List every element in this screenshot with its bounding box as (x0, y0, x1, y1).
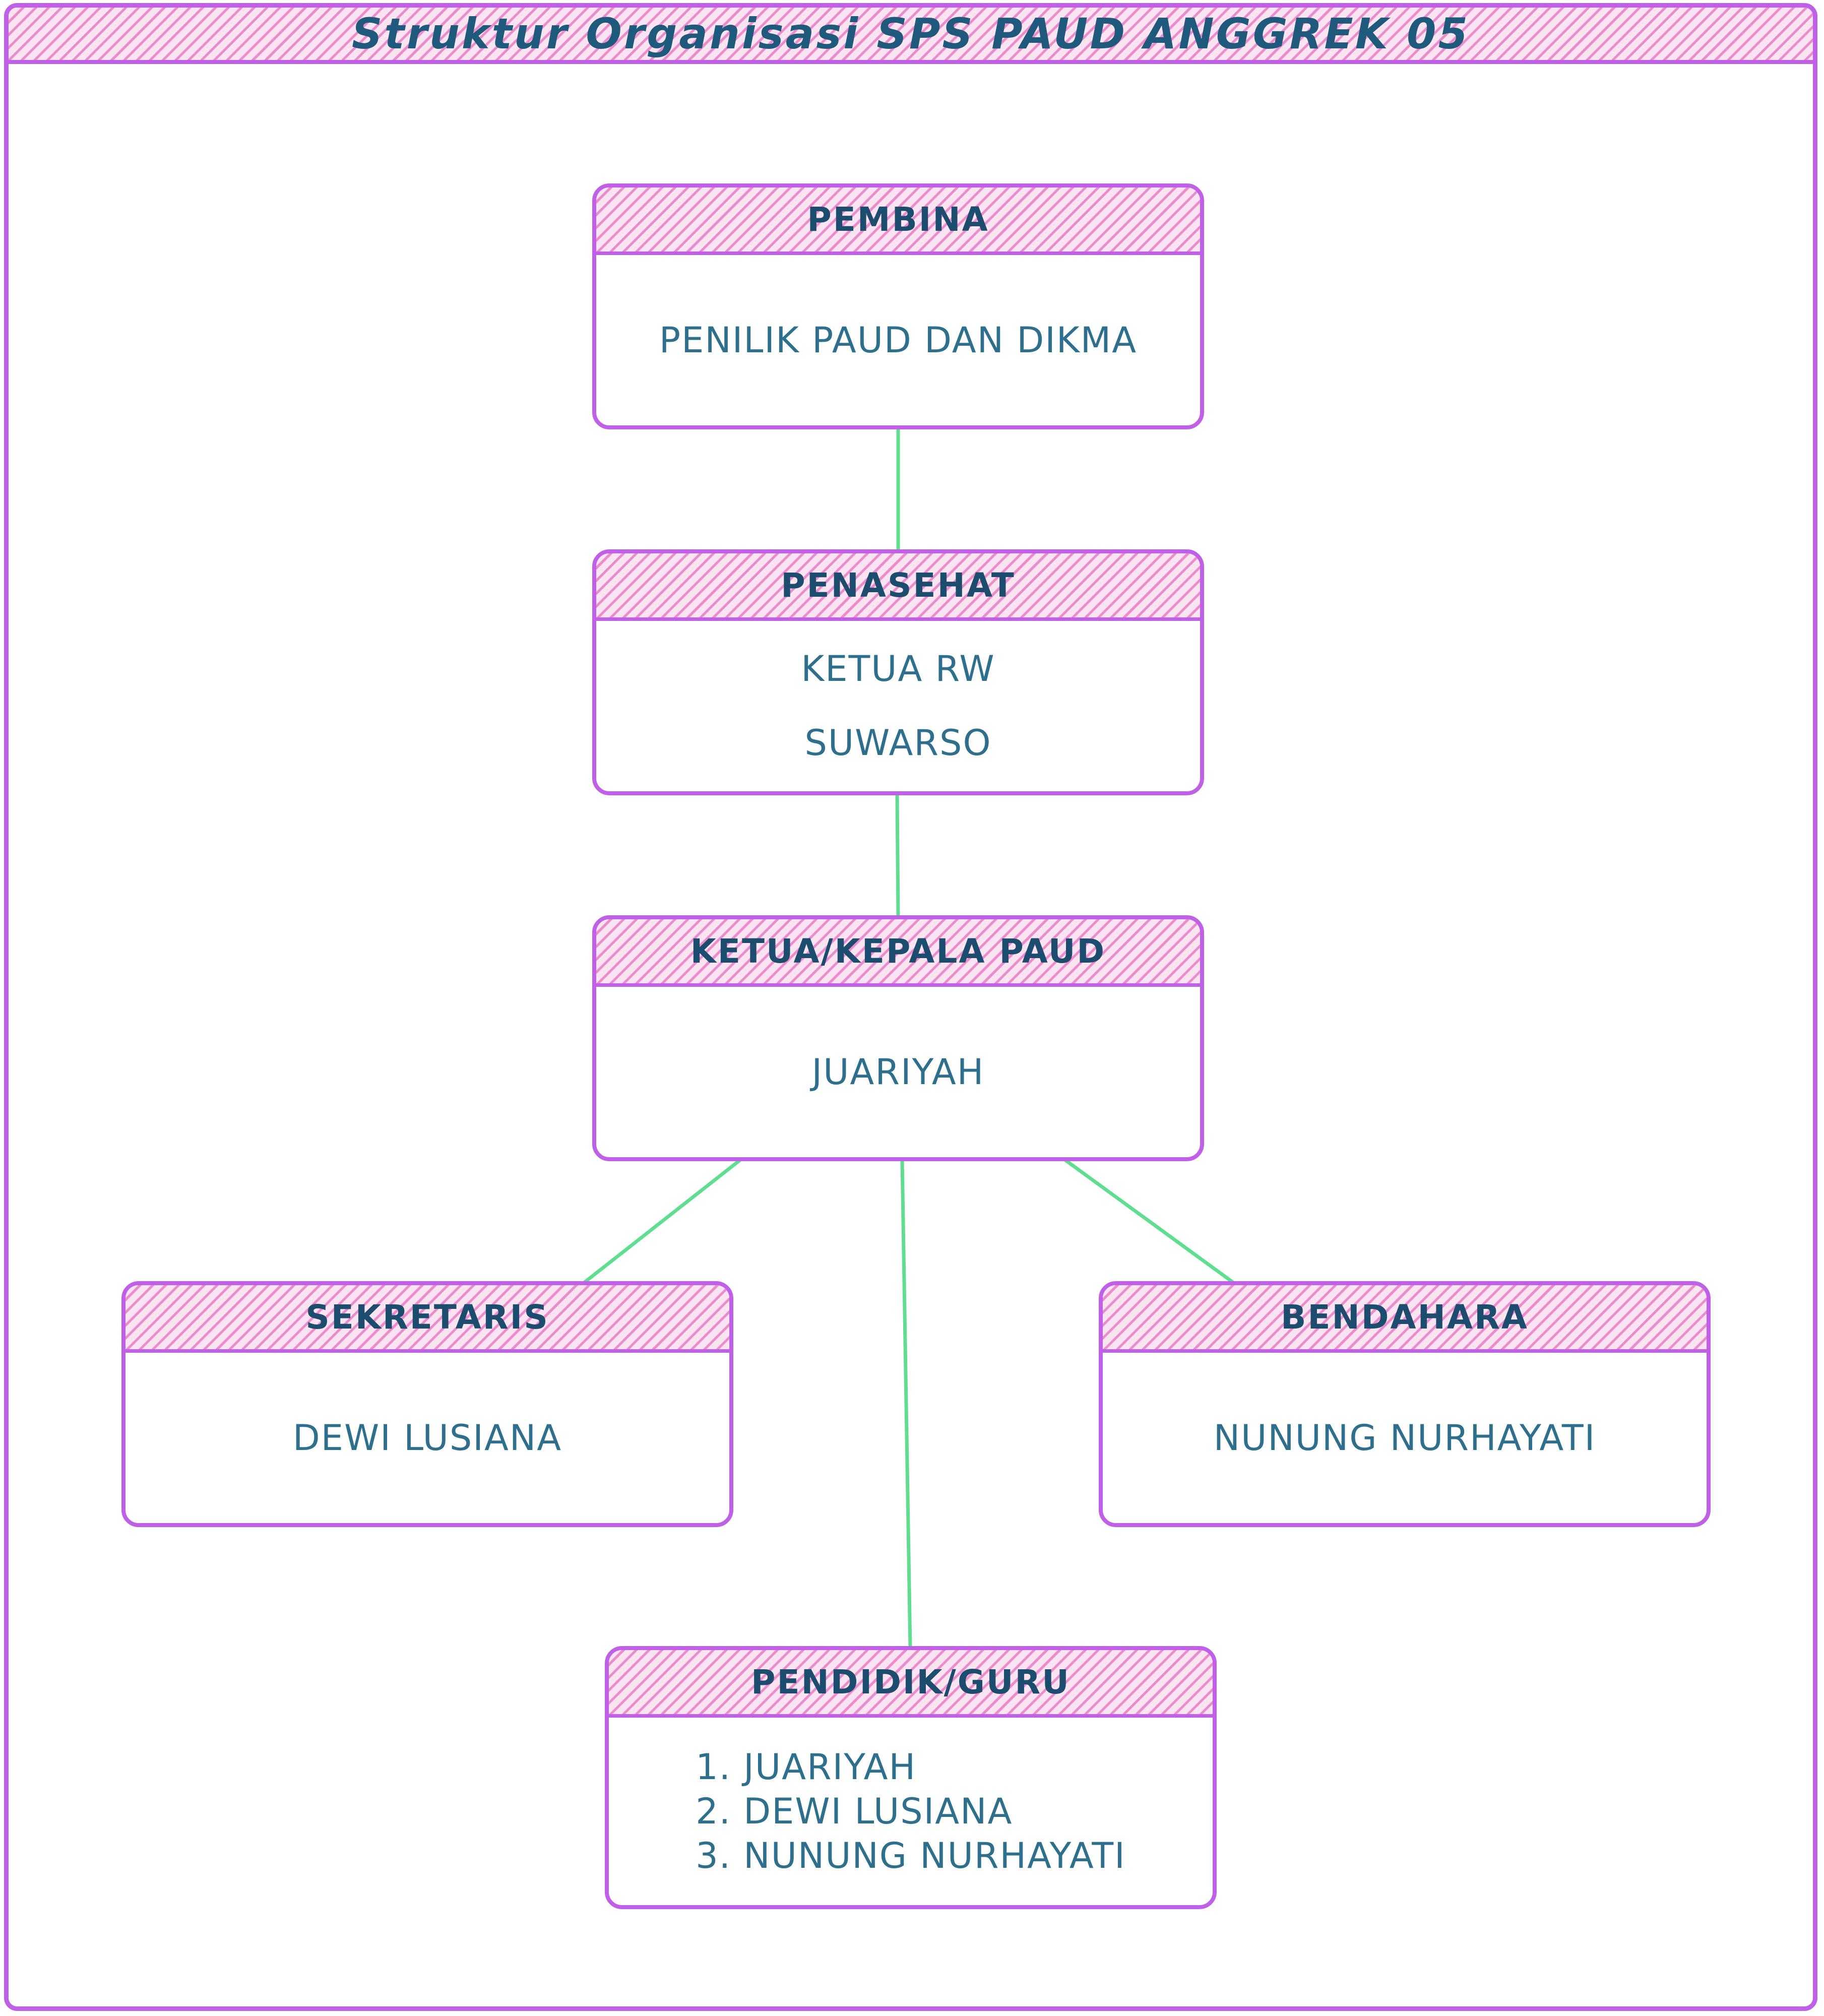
box-sekretaris: SEKRETARIS DEWI LUSIANA (121, 1281, 733, 1527)
box-pendidik: PENDIDIK/GURU 1. JUARIYAH 2. DEWI LUSIAN… (605, 1646, 1217, 1909)
frame-header: Struktur Organisasi SPS PAUD ANGGREK 05 (9, 8, 1813, 64)
list-item: 1. JUARIYAH (696, 1746, 917, 1788)
list-item: 3. NUNUNG NURHAYATI (696, 1835, 1126, 1876)
ketua-title: KETUA/KEPALA PAUD (690, 932, 1106, 971)
box-bendahara-header: BENDAHARA (1103, 1285, 1707, 1353)
ketua-name: JUARIYAH (811, 1051, 985, 1093)
box-pembina: PEMBINA PENILIK PAUD DAN DIKMA (592, 183, 1204, 429)
list-item: 2. DEWI LUSIANA (696, 1791, 1013, 1832)
box-sekretaris-body: DEWI LUSIANA (125, 1353, 729, 1523)
bendahara-title: BENDAHARA (1281, 1298, 1529, 1337)
bendahara-name: NUNUNG NURHAYATI (1213, 1417, 1596, 1459)
box-pendidik-body: 1. JUARIYAH 2. DEWI LUSIANA 3. NUNUNG NU… (609, 1718, 1213, 1905)
connector-ketua-bendahara (1063, 1158, 1235, 1284)
connector-ketua-sekretaris (583, 1158, 742, 1284)
box-penasehat-body: KETUA RW SUWARSO (596, 621, 1200, 791)
pendidik-list: 1. JUARIYAH 2. DEWI LUSIANA 3. NUNUNG NU… (696, 1745, 1126, 1878)
penasehat-title: PENASEHAT (781, 566, 1016, 605)
box-bendahara: BENDAHARA NUNUNG NURHAYATI (1099, 1281, 1711, 1527)
diagram-frame: Struktur Organisasi SPS PAUD ANGGREK 05 (4, 3, 1817, 2011)
box-penasehat: PENASEHAT KETUA RW SUWARSO (592, 549, 1204, 795)
box-sekretaris-header: SEKRETARIS (125, 1285, 729, 1353)
box-ketua-header: KETUA/KEPALA PAUD (596, 919, 1200, 987)
connector-penasehat-ketua (895, 792, 900, 920)
connector-ketua-pendidik (900, 1158, 912, 1650)
pembina-name: PENILIK PAUD DAN DIKMA (659, 319, 1138, 361)
box-ketua: KETUA/KEPALA PAUD JUARIYAH (592, 915, 1204, 1161)
sekretaris-name: DEWI LUSIANA (292, 1417, 562, 1459)
box-penasehat-header: PENASEHAT (596, 553, 1200, 621)
pembina-title: PEMBINA (807, 200, 989, 239)
box-bendahara-body: NUNUNG NURHAYATI (1103, 1353, 1707, 1523)
penasehat-name: SUWARSO (804, 722, 992, 764)
sekretaris-title: SEKRETARIS (305, 1298, 549, 1337)
penasehat-role: KETUA RW (801, 648, 995, 689)
box-pembina-body: PENILIK PAUD DAN DIKMA (596, 255, 1200, 425)
box-pendidik-header: PENDIDIK/GURU (609, 1650, 1213, 1718)
diagram-title: Struktur Organisasi SPS PAUD ANGGREK 05 (352, 9, 1470, 58)
pendidik-title: PENDIDIK/GURU (751, 1663, 1071, 1702)
box-pembina-header: PEMBINA (596, 187, 1200, 255)
box-ketua-body: JUARIYAH (596, 987, 1200, 1157)
